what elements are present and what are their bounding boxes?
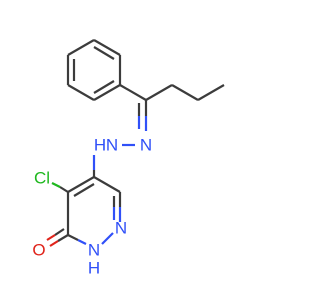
bond xyxy=(119,84,147,101)
bond xyxy=(93,84,121,101)
bond xyxy=(171,84,199,101)
butylidene-chain xyxy=(119,84,225,101)
ring-nitrogen-2-label: N xyxy=(88,241,100,260)
bond xyxy=(93,39,121,56)
bond xyxy=(145,84,173,101)
bond xyxy=(197,84,225,101)
pyridazinone-ring xyxy=(66,176,122,245)
bond xyxy=(77,239,87,245)
hydrazone-nitrogen-label: N xyxy=(140,136,152,155)
bond xyxy=(57,234,69,242)
bond xyxy=(46,234,56,241)
ring-nitrogen-1-label: N xyxy=(115,219,127,238)
bond xyxy=(49,240,59,247)
imine-double-bond xyxy=(137,100,148,131)
chlorine-label: Cl xyxy=(34,169,50,188)
bond xyxy=(93,176,121,193)
hydrazine-hydrogen-label: H xyxy=(94,136,106,155)
bond xyxy=(54,228,65,236)
oxygen-label: O xyxy=(32,241,45,260)
bond xyxy=(67,84,95,101)
hydrazine-nitrogen-label: N xyxy=(106,136,118,155)
structure-diagram: N N H Cl N N H O xyxy=(32,39,225,278)
bond xyxy=(101,232,114,245)
ring-hydrogen-label: H xyxy=(88,259,100,278)
bond-double-inner xyxy=(93,80,115,94)
bond xyxy=(67,176,95,193)
phenyl-ring xyxy=(66,39,122,101)
bond xyxy=(59,186,69,193)
bond-double-inner xyxy=(93,46,115,60)
bond-double-inner xyxy=(73,183,95,197)
bond xyxy=(67,234,79,241)
bond xyxy=(67,39,95,56)
bond xyxy=(51,182,61,188)
